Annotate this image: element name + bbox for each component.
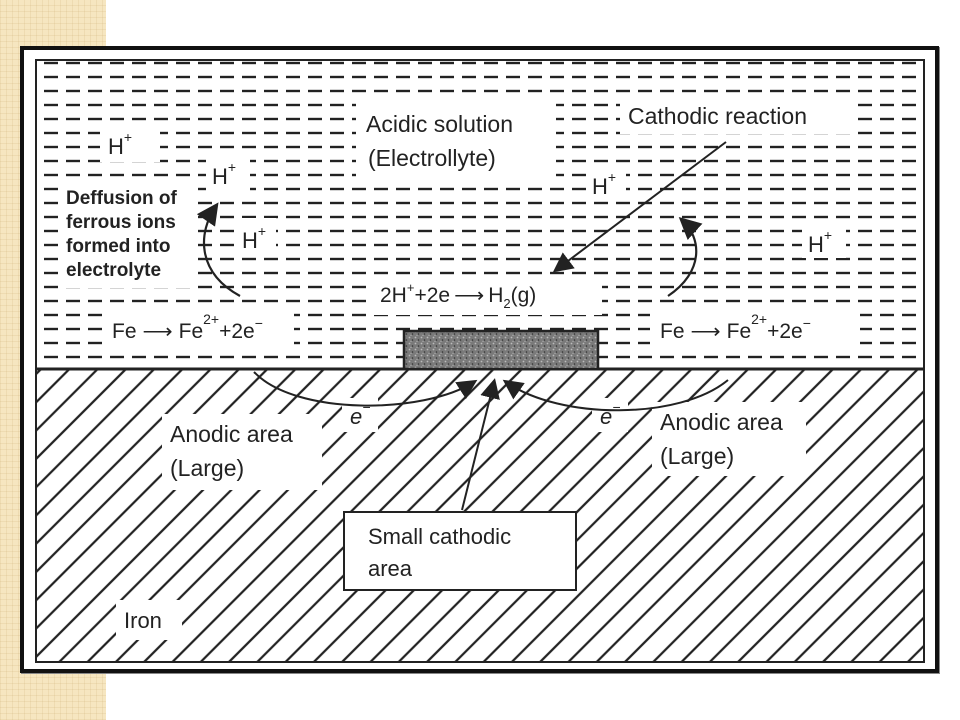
- diffusion-label-4: electrolyte: [66, 260, 161, 281]
- label-bg-iron: [116, 600, 182, 640]
- electron-label-left: e−: [350, 399, 370, 429]
- hydrogen-ion-5: H+: [808, 227, 832, 257]
- hydrogen-ion-4: H+: [592, 169, 616, 199]
- label-bg-h-2: [206, 155, 250, 191]
- label-bg-anodic-right-eq: [650, 310, 860, 348]
- label-bg-cathodic-eq: [372, 275, 602, 315]
- cathodic-equation: 2H++2e⟶H2(g): [380, 280, 536, 311]
- label-bg-electron-left: [342, 398, 378, 432]
- cathode-block: [402, 329, 600, 371]
- label-bg-anodic-right: [652, 402, 806, 476]
- electron-flow-arrow-left: [253, 371, 478, 407]
- anodic-area-left-label: Anodic area: [170, 421, 293, 447]
- cathodic-reaction-label: Cathodic reaction: [628, 103, 807, 129]
- anodic-area-right-label: Anodic area: [660, 409, 783, 435]
- anodic-equation-left: Fe⟶Fe2++2e−: [112, 311, 263, 343]
- diffusion-label-3: formed into: [66, 236, 171, 257]
- label-bg-h-3: [236, 218, 276, 254]
- electron-label-right: e−: [600, 399, 620, 429]
- diffusion-label-1: Deffusion of: [66, 188, 177, 209]
- anodic-area-left-size: (Large): [170, 455, 244, 481]
- diffusion-label-2: ferrous ions: [66, 212, 176, 233]
- hydrogen-ion-2: H+: [212, 159, 236, 189]
- label-bg-acidic: [356, 100, 556, 182]
- small-cathodic-label: Small cathodic: [368, 524, 511, 549]
- label-bg-anodic-left: [162, 414, 322, 490]
- anodic-equation-right: Fe⟶Fe2++2e−: [660, 311, 811, 343]
- hydrogen-ion-3: H+: [242, 223, 266, 253]
- small-cathodic-area-label: area: [368, 556, 413, 581]
- small-cathodic-box: [343, 511, 577, 591]
- label-bg-h-1: [100, 128, 160, 162]
- cathodic-reaction-arrow: [552, 141, 727, 273]
- label-bg-diffusion: [58, 184, 196, 288]
- electrolyte-label: (Electrollyte): [368, 145, 496, 171]
- anodic-area-right-size: (Large): [660, 443, 734, 469]
- label-bg-h-5: [802, 222, 846, 258]
- small-cathodic-pointer-arrow: [461, 378, 500, 511]
- right-curved-arrow: [667, 217, 703, 297]
- iron-label: Iron: [124, 608, 162, 633]
- acidic-solution-label: Acidic solution: [366, 111, 513, 137]
- label-bg-anodic-left-eq: [104, 310, 294, 348]
- hydrogen-ion-1: H+: [108, 129, 132, 159]
- electron-flow-arrow-right: [502, 379, 729, 412]
- diffusion-curved-arrow: [196, 202, 241, 297]
- label-bg-h-4: [586, 164, 626, 200]
- inner-border: [35, 59, 925, 663]
- label-bg-cathodic: [620, 98, 854, 134]
- label-bg-electron-right: [592, 398, 628, 432]
